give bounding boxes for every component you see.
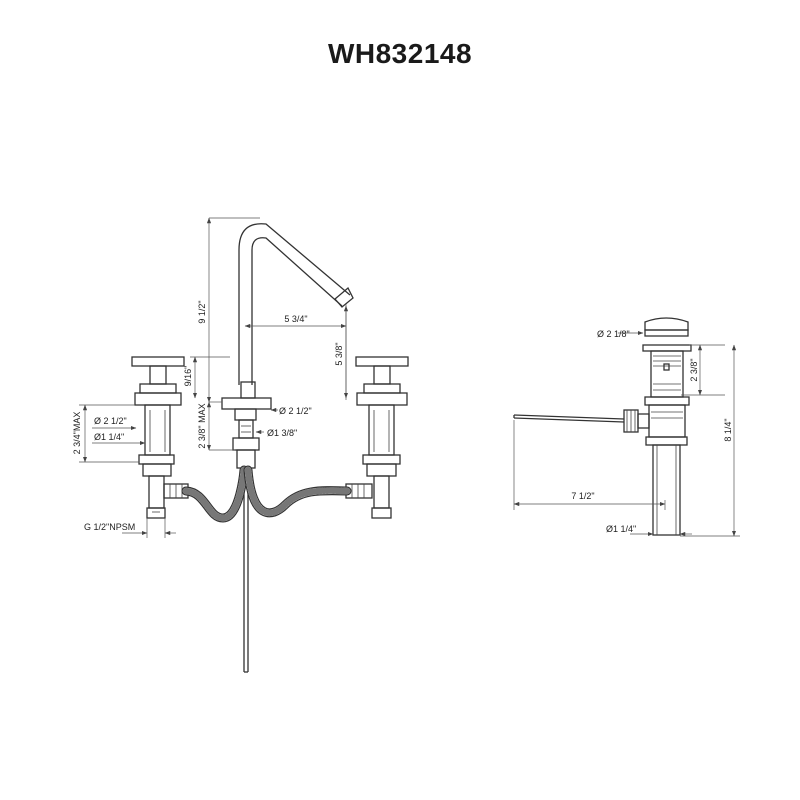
spout-base <box>221 397 272 469</box>
faucet-dimensions <box>79 217 349 538</box>
pivot-rod <box>513 409 650 433</box>
drain-total-height-label: 8 1/4" <box>723 418 733 441</box>
deck-thickness-label: 2 3/8" MAX <box>197 403 207 448</box>
drain-cap-height-label: 2 3/8" <box>689 358 699 381</box>
spout <box>238 223 354 399</box>
valve-shank-diameter-label: Ø1 1/4" <box>94 432 124 442</box>
drain-rod-length-label: 7 1/2" <box>571 491 594 501</box>
product-code-title: WH832148 <box>327 38 473 69</box>
left-handle-valve <box>131 356 185 519</box>
braided-hoses <box>181 465 352 523</box>
valve-deck-thickness-label: 2 3/4"MAX <box>72 412 82 455</box>
base-diameter-label: Ø 2 1/2" <box>279 406 312 416</box>
drain-body <box>644 396 690 536</box>
connection-label: G 1/2"NPSM <box>84 522 135 532</box>
handle-height-label: 9/16" <box>183 366 193 387</box>
drain-pipe-diameter-label: Ø1 1/4" <box>606 524 636 534</box>
spout-height-label: 5 3/8" <box>334 342 344 365</box>
drain-drawing: Ø 2 1/8" 2 3/8" 8 1/4" 7 1/2" Ø1 1/4" <box>513 317 740 537</box>
shank-diameter-label: Ø1 3/8" <box>267 428 297 438</box>
valve-base-diameter-label: Ø 2 1/2" <box>94 416 127 426</box>
spout-reach-label: 5 3/4" <box>284 314 307 324</box>
faucet-height-label: 9 1/2" <box>197 300 207 323</box>
drain-cap <box>642 317 692 398</box>
pull-rod <box>243 468 249 673</box>
drain-dimensions <box>513 330 740 537</box>
drain-cap-diameter-label: Ø 2 1/8" <box>597 329 630 339</box>
faucet-drawing: 9 1/2" 9/16" 2 3/8" MAX 5 3/4" 5 3/8" Ø … <box>72 217 409 673</box>
right-handle-valve <box>355 356 409 519</box>
